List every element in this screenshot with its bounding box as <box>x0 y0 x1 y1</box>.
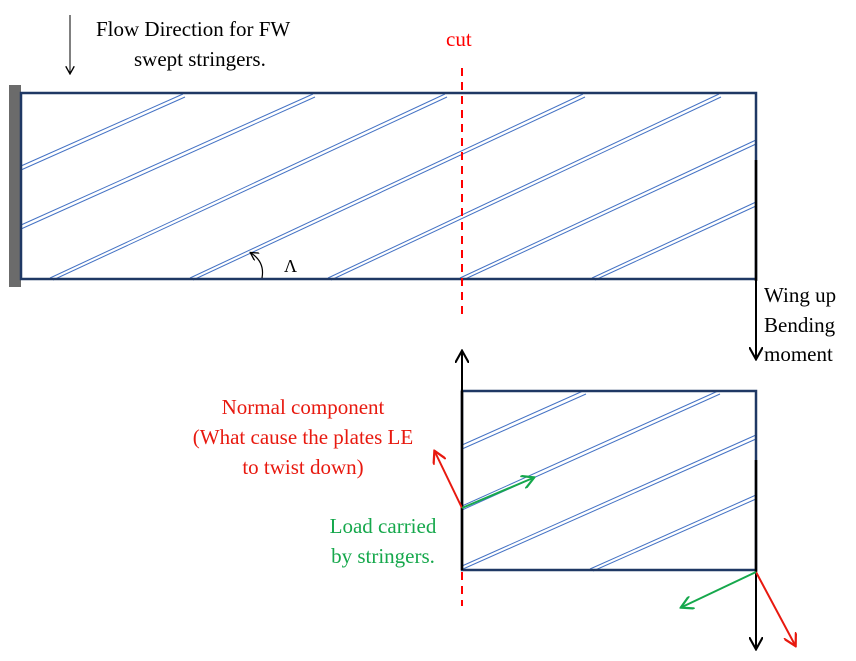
cut-label: cut <box>446 27 472 51</box>
stringer-7 <box>591 201 757 281</box>
stringer-1 <box>20 93 186 171</box>
normal-component-label-3: to twist down) <box>242 455 363 479</box>
sweep-angle-arc <box>251 253 264 279</box>
stringer-4 <box>189 93 586 281</box>
bending-moment-label-2: Bending <box>764 313 836 337</box>
stringer-d <box>589 494 757 572</box>
flow-direction-label-1: Flow Direction for FW <box>96 17 290 41</box>
sweep-angle-label: Λ <box>284 256 297 276</box>
flow-direction-label-2: swept stringers. <box>134 47 266 71</box>
bending-moment-label-1: Wing up <box>764 283 836 307</box>
upper-panel-stringers <box>20 93 757 281</box>
bending-moment-label-3: moment <box>764 342 833 366</box>
normal-component-arrow-tip <box>755 571 795 645</box>
lower-panel-stringers <box>461 390 757 572</box>
stringer-load-arrow-tip <box>682 571 757 607</box>
normal-component-label-1: Normal component <box>222 395 385 419</box>
normal-component-arrow-root <box>435 452 463 509</box>
stringer-c <box>461 434 757 570</box>
stringer-load-label-1: Load carried <box>330 514 437 538</box>
stringer-6 <box>459 139 757 281</box>
cut-wing-panel <box>460 389 758 572</box>
stringer-2 <box>20 93 316 230</box>
stringer-load-arrow-root <box>461 478 533 509</box>
stringer-load-label-2: by stringers. <box>331 544 435 568</box>
wing-root-wall <box>9 85 21 287</box>
stringer-a <box>461 390 587 450</box>
stringer-5 <box>327 93 722 281</box>
stringer-3 <box>49 93 448 281</box>
normal-component-label-2: (What cause the plates LE <box>193 425 413 449</box>
